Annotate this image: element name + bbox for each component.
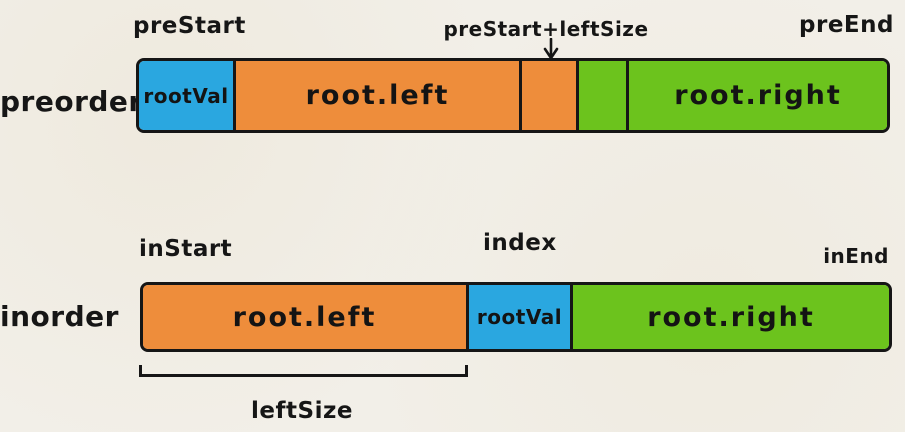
preorder-bar: rootVal root.left root.right — [136, 58, 890, 133]
leftsize-label: leftSize — [251, 398, 353, 424]
cell-label: rootVal — [143, 83, 229, 108]
inorder-root-right-cell: root.right — [573, 285, 889, 349]
cell-label: root.right — [674, 80, 842, 111]
preorder-left-tail-cell — [522, 61, 579, 130]
preorder-row-label: preorder — [0, 85, 143, 118]
prestart-plus-leftsize-label: preStart+leftSize — [443, 17, 649, 41]
cell-label: root.right — [647, 301, 815, 333]
cell-label: rootVal — [476, 305, 563, 329]
preend-label: preEnd — [799, 12, 894, 38]
instart-label: inStart — [139, 236, 233, 262]
cell-label: root.left — [232, 301, 377, 333]
index-label: index — [483, 230, 557, 256]
inorder-row-label: inorder — [0, 300, 119, 333]
inorder-rootval-cell: rootVal — [469, 285, 573, 349]
prestart-label: preStart — [133, 13, 246, 39]
preorder-root-left-cell: root.left — [236, 61, 522, 130]
inend-label: inEnd — [823, 244, 889, 268]
preorder-rootval-cell: rootVal — [139, 61, 236, 130]
down-arrow-icon — [543, 38, 559, 60]
cell-label: root.left — [305, 80, 450, 111]
inorder-bar: root.left rootVal root.right — [140, 282, 892, 352]
leftsize-measure-bracket — [139, 365, 468, 377]
preorder-right-head-cell — [579, 61, 629, 130]
inorder-root-left-cell: root.left — [143, 285, 469, 349]
preorder-root-right-cell: root.right — [629, 61, 887, 130]
